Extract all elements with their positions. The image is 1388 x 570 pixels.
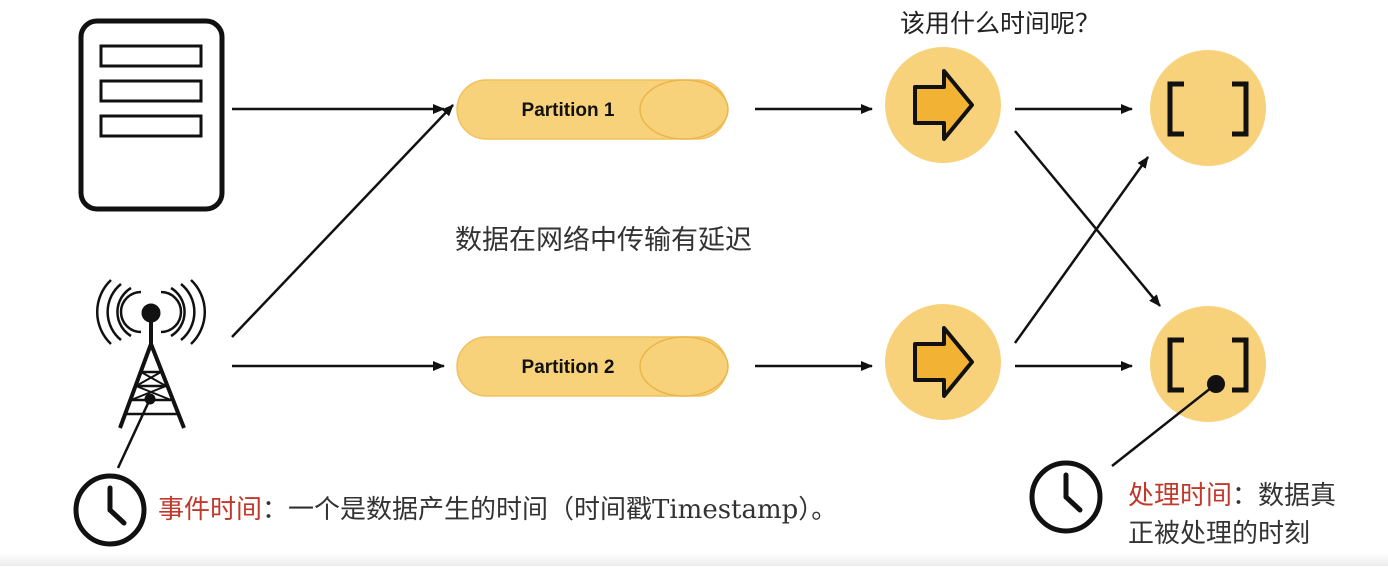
arrow-tower-to-partition1 [231,104,454,338]
processing-time-description-2: 正被处理的时刻 [1128,519,1311,549]
partition-2: Partition 2 [456,336,729,397]
clock-icon [73,473,147,547]
time-question: 该用什么时间呢？ [900,9,1101,38]
partition-1: Partition 1 [456,79,729,140]
arrow-op2-to-window1 [1013,156,1150,344]
event-time-caption: 事件时间：一个是数据产生的时间（时间戳Timestamp）。 [158,489,837,526]
partition-1-label: Partition 1 [522,100,615,121]
bottom-edge [0,553,1388,566]
arrow-operator-icon [885,304,1001,420]
processing-time-caption: 处理时间：数据真 正被处理的时刻 [1128,477,1383,553]
partition-2-label: Partition 2 [522,357,615,378]
window-bracket-icon [1150,50,1266,166]
event-pointer-line [116,398,152,469]
window-bracket-icon [1150,306,1266,422]
processing-pointer-line [1111,383,1217,467]
event-time-term: 事件时间 [158,495,263,525]
event-time-description: ：一个是数据产生的时间（时间戳Timestamp）。 [262,495,838,525]
network-delay-note: 数据在网络中传输有延迟 [455,225,752,256]
arrow-operator-icon [885,47,1001,163]
processing-time-term: 处理时间 [1128,481,1233,511]
server-icon [78,18,225,212]
arrow-op1-to-window2 [1014,130,1161,307]
clock-icon [1029,460,1103,534]
antenna-tower-icon [96,279,206,429]
processing-time-description-1: ：数据真 [1232,481,1337,511]
